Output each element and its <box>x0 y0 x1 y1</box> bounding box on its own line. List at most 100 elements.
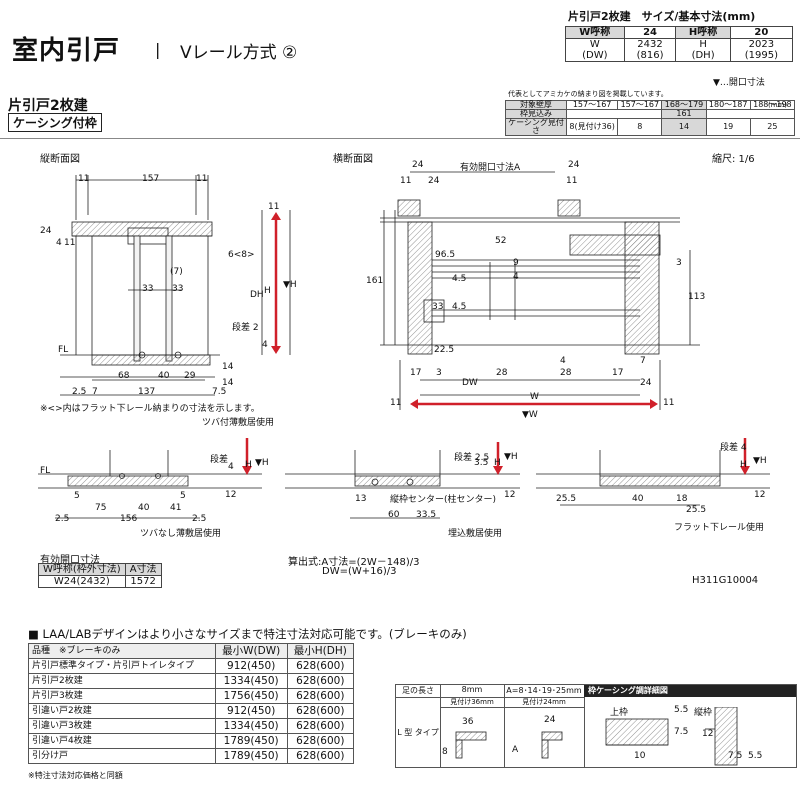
table-row: 片引戸2枚建 1334(450) 628(600) <box>28 673 355 689</box>
st-cell: 引違い戸2枚建 <box>28 703 216 719</box>
vs-dim: 157 <box>142 174 160 184</box>
horizontal-section-title: 横断面図 <box>333 154 373 165</box>
casing-tag: ケーシング付枠 <box>8 113 102 132</box>
hs-dim: 24 <box>412 160 424 170</box>
sill2-35: 3.5 <box>474 458 489 468</box>
sill-view-3 <box>536 450 770 506</box>
vs-sub: ツバ付薄敷居使用 <box>202 418 275 428</box>
title-separator: | <box>155 40 161 59</box>
effective-opening-table: W呼称(枠外寸法) A寸法 W24(2432) 1572 <box>38 563 162 588</box>
ct-cell: 19 <box>705 118 751 136</box>
eo-col1: W呼称(枠外寸法) <box>38 563 126 576</box>
vs-dim: 4 <box>262 340 268 350</box>
ft-ltype: L 型 タイプ <box>396 697 441 767</box>
sill1-40: 40 <box>138 503 150 513</box>
w-label: W呼称 <box>565 26 625 39</box>
hs-dim: 11 <box>400 176 412 186</box>
vs-dim-dh: DH <box>250 290 264 300</box>
vs-dim: 2.5 <box>72 387 87 397</box>
vs-dim: 7.5 <box>212 387 227 397</box>
sill3-name: フラット下レール使用 <box>674 523 765 533</box>
size-table-title: 片引戸2枚建 サイズ/基本寸法(mm) <box>568 10 756 23</box>
sill1-25a: 2.5 <box>55 514 70 524</box>
st-cell: 912(450) <box>214 703 288 719</box>
vs-dim: 11 <box>196 174 208 184</box>
hs-dim: 9 <box>513 258 519 268</box>
hs-dim-vw: ▼W <box>522 410 538 420</box>
hs-dim: 24 <box>428 176 440 186</box>
sill1-41: 41 <box>170 503 182 513</box>
hs-dim: 17 <box>410 368 422 378</box>
vs-dim: 11 <box>64 238 76 248</box>
ft-8: 8 <box>442 747 448 757</box>
sill-view-2 <box>285 450 520 519</box>
eo-val2: 1572 <box>124 575 162 588</box>
hs-dim: 4 <box>560 356 566 366</box>
st-cell: 628(600) <box>286 658 355 674</box>
size-table: W呼称 24 H呼称 20 W(DW) 2432(816) H(DH) 2023… <box>565 26 794 62</box>
section-drawings <box>38 171 770 519</box>
sill2-step: 段差 2.5 <box>454 453 490 463</box>
st-head-w: 最小W(DW) <box>214 643 288 659</box>
vs-dim-step: 段差 2 <box>232 323 259 333</box>
vs-dim: 29 <box>184 371 196 381</box>
vs-note: ※<>内はフラット下レール納まりの寸法を示します。 <box>40 404 260 414</box>
fl-label: FL <box>58 345 69 355</box>
hs-dim: 11 <box>663 398 675 408</box>
effective-opening-title: 有効開口寸法 <box>40 555 100 566</box>
ft-75a: 7.5 <box>674 727 689 737</box>
vertical-section-title: 縦断面図 <box>40 154 80 165</box>
sill1-4: 4 <box>228 462 234 472</box>
sill1-h: H <box>245 460 252 470</box>
hs-dim: 7 <box>640 356 646 366</box>
ct-cell: 8(見付け36) <box>565 118 619 136</box>
hs-dim: 4 <box>513 272 519 282</box>
vs-dim: 33 <box>172 284 184 294</box>
page-title: 室内引戸 <box>12 36 121 66</box>
sill3-vh: ▼H <box>753 456 767 466</box>
st-cell: 628(600) <box>286 703 355 719</box>
ct-row3-label: ケーシング見付さ <box>505 118 567 136</box>
hs-dim: 24 <box>640 378 652 388</box>
table-row: 引違い戸4枚建 1789(450) 628(600) <box>28 733 355 749</box>
hs-dim: 24 <box>568 160 580 170</box>
divider <box>0 138 800 139</box>
representative-note: 代表としてアミカケの納まり図を掲載しています。 <box>508 90 668 98</box>
table-row: 片引戸標準タイプ・片引戸トイレタイプ 912(450) 628(600) <box>28 658 355 674</box>
sill2-name: 埋込敷居使用 <box>448 529 503 539</box>
st-head-h: 最小H(DH) <box>286 643 355 659</box>
special-footnote: ※特注寸法対応価格と同額 <box>28 771 123 780</box>
sill1-25b: 2.5 <box>192 514 207 524</box>
table-row: 引違い戸2枚建 912(450) 628(600) <box>28 703 355 719</box>
sill2-60: 60 <box>388 510 400 520</box>
sill1-5a: 5 <box>74 491 80 501</box>
vs-dim: 6<8> <box>228 250 255 260</box>
sill2-center: 縦枠センター(柱センター) <box>390 495 497 505</box>
vs-dim: 24 <box>40 226 52 236</box>
vs-dim: 14 <box>222 362 234 372</box>
sill2-13: 13 <box>355 494 367 504</box>
st-cell: 引違い戸3枚建 <box>28 718 216 734</box>
hs-dim: 4.5 <box>452 302 467 312</box>
hs-dim: 11 <box>390 398 402 408</box>
ft-10: 10 <box>634 751 646 761</box>
product-name: 片引戸2枚建 <box>8 98 88 114</box>
ft-75b: 7.5 <box>728 751 743 761</box>
sill2-vh: ▼H <box>504 452 518 462</box>
sill3-40: 40 <box>632 494 644 504</box>
sill1-156: 156 <box>120 514 138 524</box>
hs-dim: 4.5 <box>452 274 467 284</box>
vs-dim-vh: ▼H <box>283 280 297 290</box>
vs-dim: 7 <box>92 387 98 397</box>
vs-dim: 4 <box>56 238 62 248</box>
eo-val1: W24(2432) <box>38 575 126 588</box>
ft-upper: 上枠 <box>610 708 629 718</box>
sill-view-1 <box>38 450 262 519</box>
sill3-h: H <box>740 460 747 470</box>
st-cell: 628(600) <box>286 733 355 749</box>
sill1-75: 75 <box>95 503 107 513</box>
ft-c0: 足の長さ <box>396 685 441 698</box>
ft-sub1: 見付け36mm <box>440 697 505 708</box>
foot-details-drawing <box>455 707 738 766</box>
st-cell: 1789(450) <box>214 733 288 749</box>
